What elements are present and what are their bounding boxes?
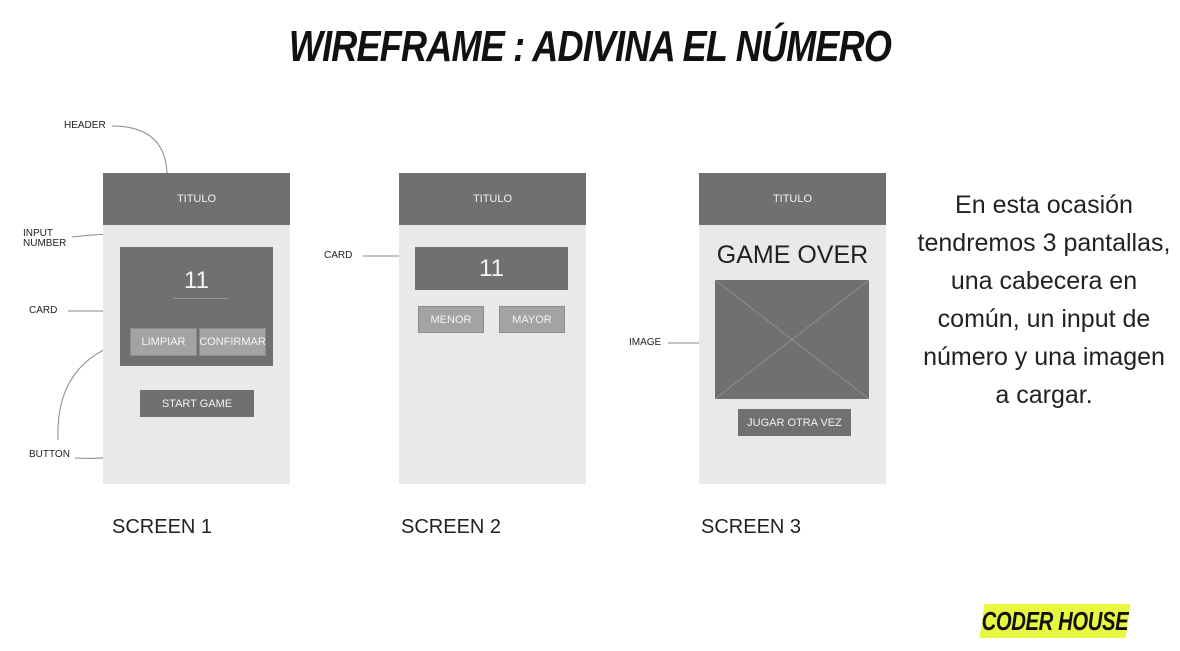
slide-title: WIREFRAME : ADIVINA EL NÚMERO bbox=[288, 22, 892, 71]
callout-card-1: CARD bbox=[29, 305, 58, 316]
callout-image: IMAGE bbox=[629, 337, 662, 348]
clear-button[interactable]: LIMPIAR bbox=[130, 328, 197, 356]
screen-1-header: TITULO bbox=[103, 173, 290, 225]
callout-header: HEADER bbox=[64, 120, 106, 131]
screen-2-number: 11 bbox=[479, 255, 504, 282]
image-placeholder-cross-icon bbox=[715, 280, 869, 399]
confirm-button[interactable]: CONFIRMAR bbox=[199, 328, 266, 356]
callout-input-number-line2: NUMBER bbox=[23, 238, 67, 249]
header-connector bbox=[111, 125, 168, 174]
screen-1-wireframe: TITULO 11 LIMPIAR CONFIRMAR START GAME bbox=[103, 173, 290, 484]
higher-button[interactable]: MAYOR bbox=[499, 306, 565, 333]
callout-button: BUTTON bbox=[29, 449, 70, 460]
image-placeholder bbox=[715, 280, 869, 399]
screen-2-header: TITULO bbox=[399, 173, 586, 225]
start-game-button[interactable]: START GAME bbox=[140, 390, 254, 417]
game-over-text: GAME OVER bbox=[716, 241, 869, 269]
callout-input-number-line1: INPUT bbox=[23, 228, 53, 239]
description-text: En esta ocasión tendremos 3 pantallas, u… bbox=[917, 191, 1171, 409]
input-underline bbox=[174, 298, 228, 299]
lower-button[interactable]: MENOR bbox=[418, 306, 484, 333]
callout-card-2: CARD bbox=[324, 250, 353, 261]
screen-2-wireframe: TITULO 11 MENOR MAYOR bbox=[399, 173, 586, 484]
screen-2-card: 11 bbox=[415, 247, 568, 290]
play-again-button[interactable]: JUGAR OTRA VEZ bbox=[738, 409, 851, 436]
screen-3-wireframe: TITULO GAME OVER JUGAR OTRA VEZ bbox=[699, 173, 886, 484]
screen-1-card: 11 LIMPIAR CONFIRMAR bbox=[120, 247, 273, 366]
logo-text: CODER HOUSE bbox=[981, 605, 1129, 636]
screen-2-label: SCREEN 2 bbox=[401, 516, 502, 538]
screen-1-number-input[interactable]: 11 bbox=[184, 267, 209, 294]
coder-house-logo: CODER HOUSE bbox=[979, 604, 1131, 638]
screen-3-header: TITULO bbox=[699, 173, 886, 225]
screen-1-label: SCREEN 1 bbox=[112, 516, 213, 538]
screen-3-label: SCREEN 3 bbox=[701, 516, 802, 538]
